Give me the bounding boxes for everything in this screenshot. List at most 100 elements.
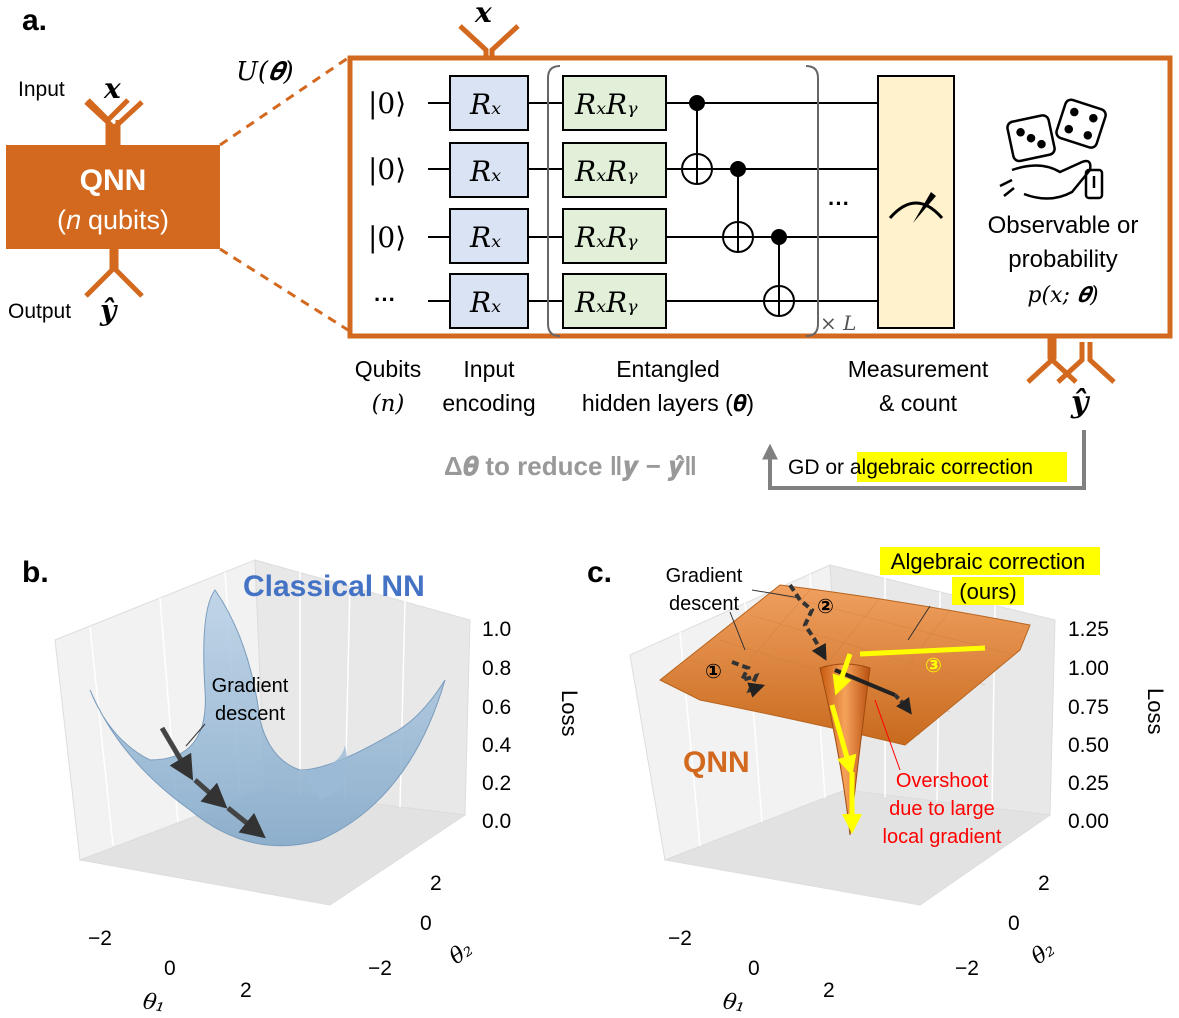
gd-path-c-1 bbox=[731, 660, 766, 698]
ket-1: |0⟩ bbox=[368, 87, 406, 120]
svg-text:−2: −2 bbox=[88, 927, 112, 950]
alg-annotation-line2: (ours) bbox=[959, 579, 1016, 604]
output-var: 𝒚̂ bbox=[99, 294, 118, 327]
overshoot-line1: Overshoot bbox=[896, 770, 989, 792]
panel-b: b. Classical NN Gradient descent bbox=[22, 556, 582, 1018]
svg-text:RₓRᵧ: RₓRᵧ bbox=[574, 221, 638, 254]
panel-b-z-label: Loss bbox=[557, 690, 582, 736]
orange-surface-mesh bbox=[689, 589, 1016, 736]
panel-b-label: b. bbox=[22, 556, 49, 589]
input-label: Input bbox=[18, 78, 65, 101]
panel-c-x-label: θ₁ bbox=[721, 989, 747, 1017]
svg-text:0.0: 0.0 bbox=[482, 810, 511, 833]
algebraic-path bbox=[829, 645, 986, 834]
prob-expr: p(x; 𝜽) bbox=[1027, 283, 1098, 308]
svg-text:1.25: 1.25 bbox=[1068, 618, 1109, 641]
svg-text:RₓRᵧ: RₓRᵧ bbox=[574, 88, 638, 121]
panel-b-z-ticks: 1.0 0.8 0.6 0.4 0.2 0.0 bbox=[482, 618, 512, 833]
overshoot-tail bbox=[893, 693, 912, 715]
output-label: Output bbox=[8, 300, 71, 323]
gd-annotation-c-line1: Gradient bbox=[666, 565, 743, 587]
bottom-output-var: 𝒚̂ bbox=[1070, 385, 1091, 420]
svg-text:2: 2 bbox=[1038, 872, 1050, 895]
panel-b-y-ticks: 2 0 −2 bbox=[368, 872, 442, 980]
layer-bracket-right bbox=[805, 65, 819, 337]
svg-text:−2: −2 bbox=[668, 927, 692, 950]
panel-a: a. Input 𝒙 QNN (𝑛 qubits) Output 𝒚̂ U(𝜽)… bbox=[6, 0, 1173, 490]
caption-qubits: Qubits bbox=[355, 356, 421, 382]
overshoot-line3: local gradient bbox=[883, 826, 1002, 848]
svg-text:RₓRᵧ: RₓRᵧ bbox=[574, 155, 638, 188]
qnn-title: QNN bbox=[80, 164, 147, 197]
marker-2: ② bbox=[817, 596, 834, 618]
gd-annotation-c-pointer-1 bbox=[729, 611, 746, 651]
marker-3: ③ bbox=[925, 655, 942, 677]
gd-annotation-c-line2: descent bbox=[669, 593, 739, 615]
svg-text:−2: −2 bbox=[955, 957, 979, 980]
zoom-line-top bbox=[219, 56, 349, 147]
ket-2: |0⟩ bbox=[368, 153, 406, 186]
unitary-label: U(𝜽) bbox=[236, 57, 294, 87]
svg-text:2: 2 bbox=[823, 979, 835, 1002]
caption-qubits-n: (n) bbox=[372, 391, 405, 417]
alg-highlight-1 bbox=[880, 547, 1100, 575]
rx-gate-label-2: Rₓ bbox=[469, 155, 501, 188]
marker-1: ① bbox=[705, 661, 722, 683]
caption-encoding: encoding bbox=[442, 390, 535, 416]
blue-surface-fold bbox=[300, 745, 348, 800]
gd-annotation-b-line1: Gradient bbox=[212, 675, 289, 697]
delta-theta-text: Δ𝜽 to reduce ‖𝒚 − 𝒚̂‖ bbox=[444, 451, 697, 482]
svg-text:0.6: 0.6 bbox=[482, 696, 511, 719]
overshoot-pointer bbox=[874, 699, 901, 771]
panel-b-x-label: θ₁ bbox=[141, 989, 167, 1017]
panel-c-z-label: Loss bbox=[1143, 688, 1168, 734]
svg-text:0.2: 0.2 bbox=[482, 772, 511, 795]
top-input-var: 𝒙 bbox=[474, 0, 492, 29]
overshoot-line2: due to large bbox=[889, 798, 995, 820]
gd-path-b bbox=[159, 726, 266, 839]
observable-line1: Observable or bbox=[988, 212, 1139, 239]
panel-c-label: c. bbox=[587, 556, 612, 589]
svg-text:0: 0 bbox=[164, 957, 176, 980]
panel-c-y-ticks: 2 0 −2 bbox=[955, 872, 1050, 980]
panel-b-x-ticks: −2 0 2 bbox=[88, 927, 252, 1002]
gd-path-c-2 bbox=[788, 583, 827, 661]
top-input-antenna bbox=[458, 24, 520, 58]
svg-text:2: 2 bbox=[240, 979, 252, 1002]
qnn-subtitle: (𝑛 qubits) bbox=[57, 205, 169, 235]
svg-text:RₓRᵧ: RₓRᵧ bbox=[574, 286, 638, 319]
svg-text:0.25: 0.25 bbox=[1068, 772, 1109, 795]
alg-annotation-pointer bbox=[907, 605, 931, 641]
qnn-surface-title: QNN bbox=[683, 746, 750, 779]
svg-text:−2: −2 bbox=[368, 957, 392, 980]
rx-gate-label-1: Rₓ bbox=[469, 88, 501, 121]
caption-entangled: Entangled bbox=[616, 356, 720, 382]
blue-loss-surface bbox=[89, 589, 446, 847]
panel-c-z-ticks: 1.25 1.00 0.75 0.50 0.25 0.00 bbox=[1068, 618, 1109, 833]
alg-highlight-2 bbox=[952, 577, 1024, 605]
times-l-label: × L bbox=[820, 311, 856, 335]
cnot-gates bbox=[681, 95, 795, 317]
rxry-gates bbox=[562, 75, 667, 329]
rx-gate-label-4: Rₓ bbox=[469, 286, 501, 319]
svg-text:0: 0 bbox=[1008, 912, 1020, 935]
classical-nn-title: Classical NN bbox=[243, 570, 425, 603]
ket-3: |0⟩ bbox=[368, 221, 406, 254]
panel-c: c. QNN Gra bbox=[587, 547, 1168, 1018]
svg-text:0.4: 0.4 bbox=[482, 734, 512, 757]
gd-annotation-c-pointer-2 bbox=[751, 589, 801, 599]
panel-c-y-label: θ₂ bbox=[1027, 937, 1059, 970]
dice-hand-icon bbox=[999, 98, 1107, 200]
input-antenna-shape bbox=[84, 100, 144, 146]
feedback-arrow bbox=[762, 430, 1086, 490]
caption-hidden-layers: hidden layers (𝜽) bbox=[582, 390, 754, 416]
svg-text:0.75: 0.75 bbox=[1068, 696, 1109, 719]
layer-bracket-left bbox=[547, 65, 561, 337]
caption-count: & count bbox=[879, 390, 958, 416]
svg-text:0.8: 0.8 bbox=[482, 657, 511, 680]
gd-annotation-b-line2: descent bbox=[215, 703, 285, 725]
caption-input: Input bbox=[463, 356, 515, 382]
circuit-frame bbox=[347, 55, 1173, 339]
output-antenna bbox=[84, 249, 144, 298]
gd-annotation-b-pointer bbox=[185, 723, 206, 747]
